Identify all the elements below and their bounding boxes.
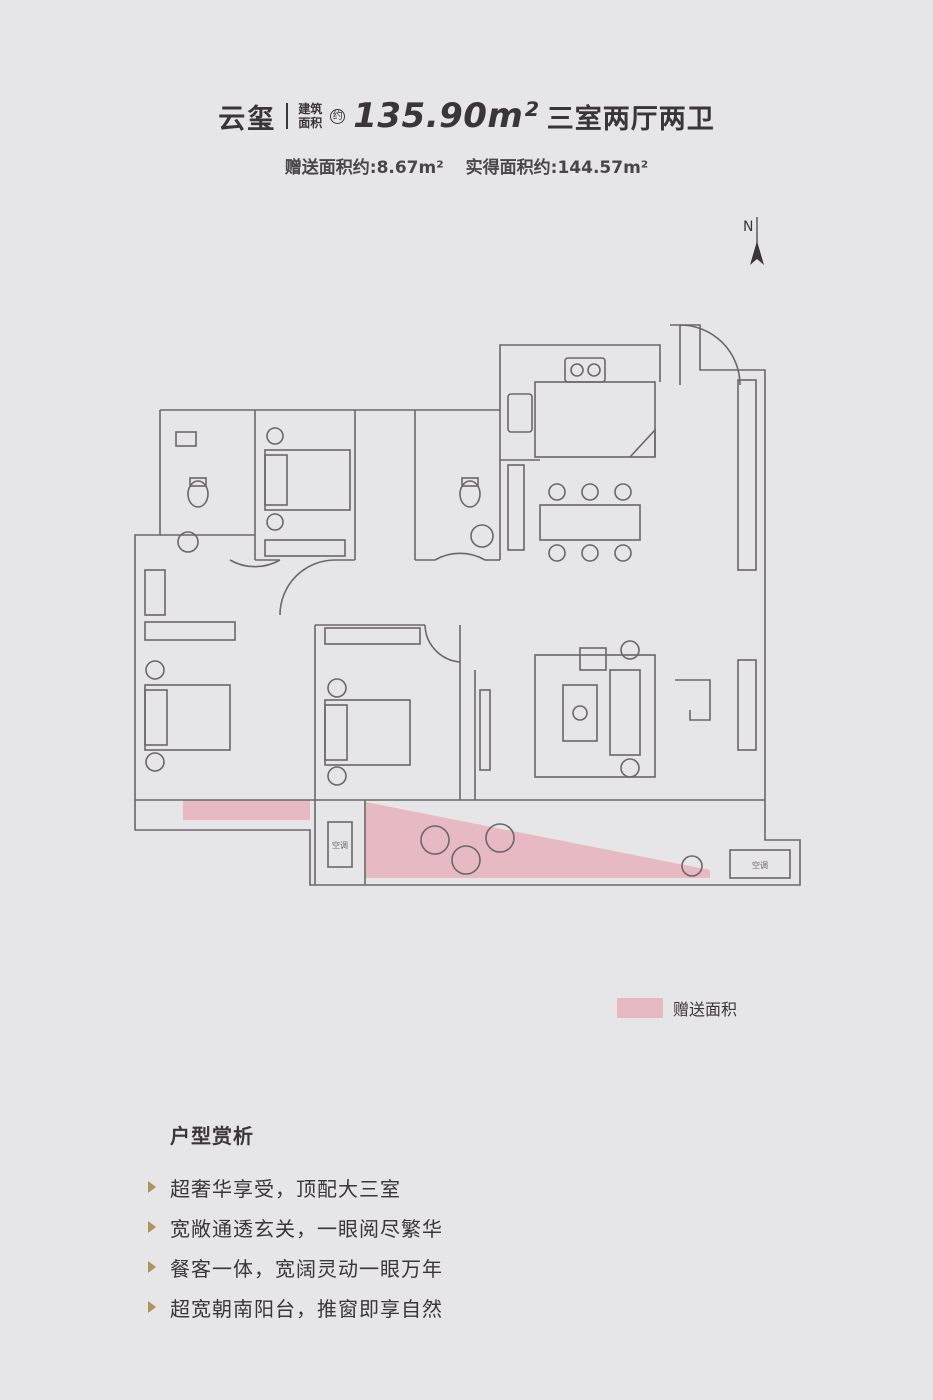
features-panel: 户型赏析 超奢华享受，顶配大三室 宽敞通透玄关，一眼阅尽繁华 餐客一体，宽阔灵动… <box>148 1120 443 1327</box>
triangle-bullet-icon <box>148 1181 156 1193</box>
area-label-line1: 建筑 <box>298 102 323 116</box>
wardrobe-bed1 <box>144 569 166 616</box>
unit-name: 云玺 <box>218 103 277 135</box>
plant <box>681 855 703 877</box>
wardrobe-right <box>737 379 757 571</box>
legend-label: 赠送面积 <box>673 1000 738 1019</box>
feature-item: 宽敞通透玄关，一眼阅尽繁华 <box>148 1207 443 1247</box>
ac-unit <box>327 821 353 868</box>
basin <box>177 531 199 553</box>
north-label: N <box>743 219 753 235</box>
building-area: 135.90m² <box>353 96 539 136</box>
gift-area-balcony-left <box>183 800 310 820</box>
bed-master <box>144 684 231 751</box>
area-label: 建筑 面积 <box>298 102 322 130</box>
legend: 赠送面积 <box>617 996 737 1020</box>
kitchen-wall <box>499 344 661 410</box>
layout-type: 三室两厅两卫 <box>546 103 715 135</box>
feature-item: 餐客一体，宽阔灵动一眼万年 <box>148 1247 443 1287</box>
balcony-chair <box>420 825 450 855</box>
toilet <box>459 480 481 508</box>
triangle-bullet-icon <box>148 1301 156 1313</box>
actual-area: 实得面积约:144.57m² <box>465 158 649 178</box>
triangle-bullet-icon <box>148 1221 156 1233</box>
wardrobe-bed3 <box>324 627 421 645</box>
door-swing <box>424 624 461 663</box>
approx-badge: 约 <box>330 108 346 124</box>
wardrobe-right-2 <box>737 659 757 751</box>
gift-area: 赠送面积约:8.67m² <box>284 158 444 178</box>
ac-label: 空调 <box>752 860 768 870</box>
ac-label: 空调 <box>332 840 348 850</box>
outer-wall <box>134 324 801 886</box>
feature-item: 超奢华享受，顶配大三室 <box>148 1167 443 1207</box>
title-row: 云玺 建筑 面积 约 135.90m² 三室两厅两卫 <box>0 96 933 136</box>
door-swing <box>434 552 486 561</box>
gift-area-balcony-main <box>365 802 710 878</box>
tv-cabinet <box>479 689 491 771</box>
title-divider <box>286 103 289 129</box>
balcony-table <box>451 845 481 875</box>
kitchen-sink <box>507 393 533 433</box>
floor-plan: 空调 空调 <box>134 324 801 886</box>
bed-second <box>324 699 411 766</box>
sofa <box>609 669 641 756</box>
entry-door-swing <box>679 324 741 386</box>
triangle-bullet-icon <box>148 1261 156 1273</box>
features-title: 户型赏析 <box>170 1124 254 1148</box>
bed-third <box>264 449 351 511</box>
wardrobe-bed1-2 <box>144 621 236 641</box>
door-swing <box>279 559 336 616</box>
north-arrow-icon: N <box>743 217 764 265</box>
feature-text: 超奢华享受，顶配大三室 <box>170 1176 401 1201</box>
wardrobe-bed2 <box>264 539 346 557</box>
subtitle-row: 赠送面积约:8.67m² 实得面积约:144.57m² <box>0 153 933 178</box>
stove <box>564 357 606 383</box>
balcony-chair <box>485 823 515 853</box>
ac-unit <box>729 849 791 879</box>
living-rug <box>534 654 656 778</box>
toilet <box>187 480 209 508</box>
area-label-line2: 面积 <box>298 116 323 130</box>
door-swing <box>229 559 281 568</box>
feature-text: 宽敞通透玄关，一眼阅尽繁华 <box>170 1216 443 1241</box>
coffee-table <box>562 684 598 742</box>
dining-table <box>539 504 641 541</box>
feature-item: 超宽朝南阳台，推窗即享自然 <box>148 1287 443 1327</box>
feature-text: 餐客一体，宽阔灵动一眼万年 <box>170 1256 443 1281</box>
feature-text: 超宽朝南阳台，推窗即享自然 <box>170 1296 443 1321</box>
legend-swatch <box>617 998 663 1018</box>
kitchen-counter <box>534 381 656 458</box>
basin <box>470 524 494 548</box>
